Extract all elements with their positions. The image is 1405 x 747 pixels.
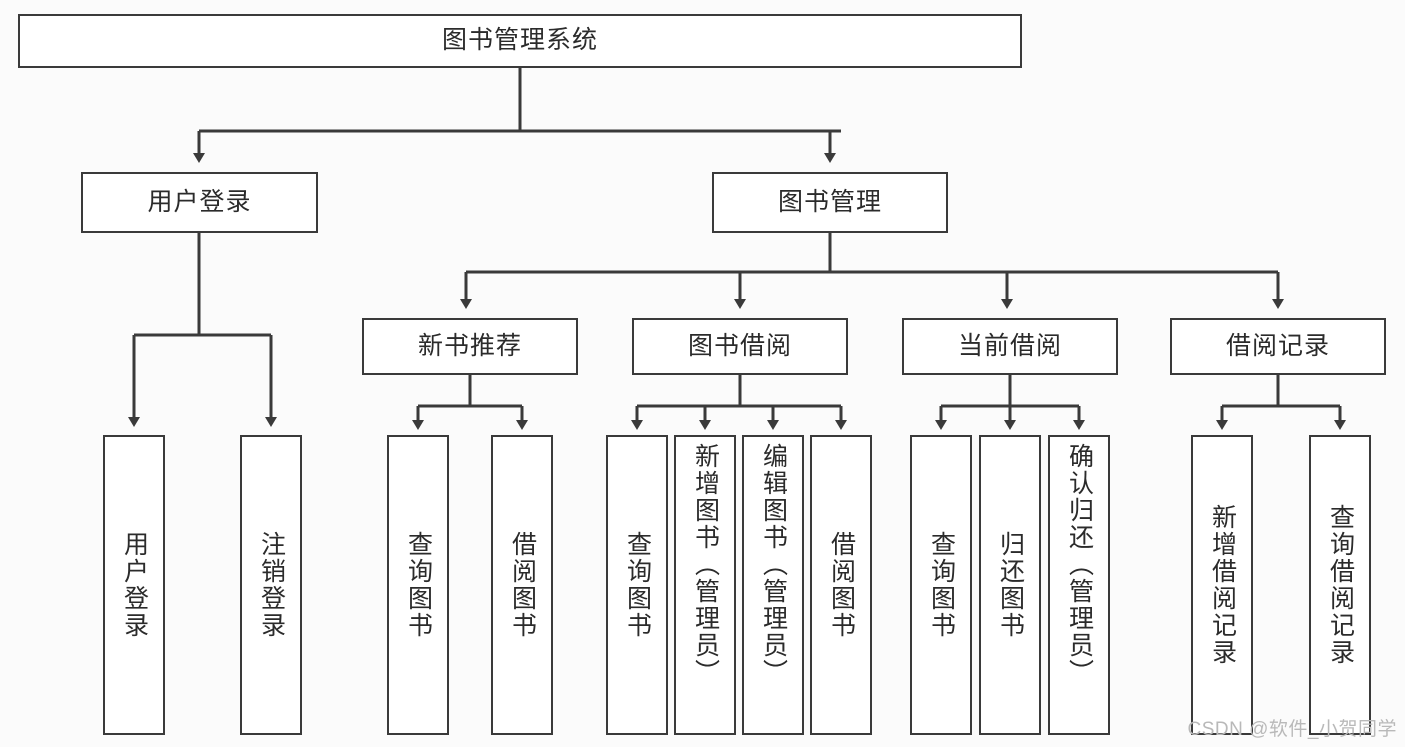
node-label: 新增借阅记录 [1208,504,1237,666]
node-current-borrow[interactable]: 当前借阅 [902,318,1118,375]
leaf-confirm-return[interactable]: 确认归还（管理员） [1048,435,1110,735]
leaf-borrow-book-1[interactable]: 借阅图书 [491,435,553,735]
watermark-text: CSDN @软件_小贺同学 [1187,719,1397,740]
leaf-borrow-book-2[interactable]: 借阅图书 [810,435,872,735]
node-label: 注销登录 [257,531,286,639]
node-label: 用户登录 [120,531,149,639]
leaf-query-book-3[interactable]: 查询图书 [910,435,972,735]
leaf-query-book-1[interactable]: 查询图书 [387,435,449,735]
node-borrow-record[interactable]: 借阅记录 [1170,318,1386,375]
leaf-query-book-2[interactable]: 查询图书 [606,435,668,735]
node-root-system[interactable]: 图书管理系统 [18,14,1022,68]
leaf-user-login[interactable]: 用户登录 [103,435,165,735]
node-label: 编辑图书（管理员） [759,443,788,686]
node-label: 借阅记录 [1225,331,1330,360]
node-label: 查询借阅记录 [1326,504,1355,666]
leaf-add-record[interactable]: 新增借阅记录 [1191,435,1253,735]
leaf-query-record[interactable]: 查询借阅记录 [1309,435,1371,735]
node-label: 图书借阅 [687,331,792,360]
node-book-manage[interactable]: 图书管理 [712,172,948,233]
leaf-return-book[interactable]: 归还图书 [979,435,1041,735]
node-label: 新书推荐 [417,331,522,360]
node-user-login[interactable]: 用户登录 [81,172,318,233]
node-label: 用户登录 [147,187,252,216]
node-label: 借阅图书 [827,531,856,639]
node-label: 新增图书（管理员） [691,443,720,686]
node-label: 查询图书 [623,531,652,639]
node-label: 当前借阅 [957,331,1062,360]
node-new-book-recommend[interactable]: 新书推荐 [362,318,578,375]
node-book-borrow[interactable]: 图书借阅 [632,318,848,375]
leaf-add-book[interactable]: 新增图书（管理员） [674,435,736,735]
leaf-logout-login[interactable]: 注销登录 [240,435,302,735]
node-label: 借阅图书 [508,531,537,639]
node-label: 确认归还（管理员） [1065,443,1094,686]
node-label: 查询图书 [927,531,956,639]
node-label: 查询图书 [404,531,433,639]
node-label: 图书管理系统 [441,26,598,55]
node-label: 图书管理 [777,187,882,216]
node-label: 归还图书 [996,531,1025,639]
leaf-edit-book[interactable]: 编辑图书（管理员） [742,435,804,735]
